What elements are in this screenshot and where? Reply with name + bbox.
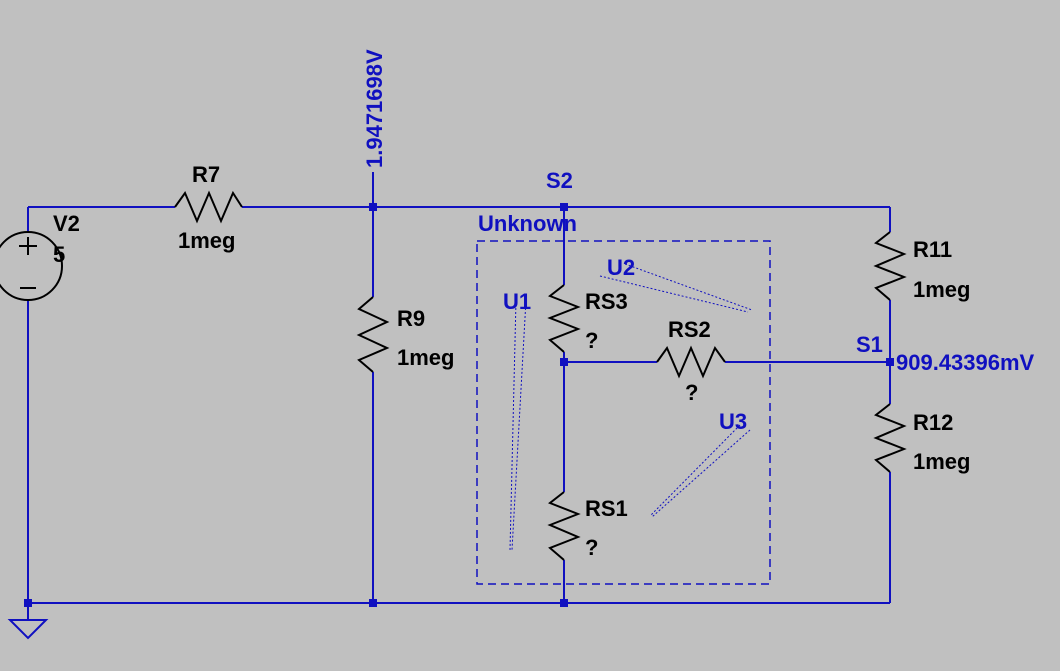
u3-line-a	[649, 424, 741, 517]
junction-rs-mid	[560, 358, 568, 366]
r9-resistor[interactable]	[356, 296, 390, 373]
junction-r9-top	[369, 203, 377, 211]
voltage-readout-r9-node: 1.9471698V	[362, 49, 387, 168]
r7-resistor[interactable]	[174, 190, 243, 224]
u1-line-b	[511, 299, 527, 551]
rs1-value: ?	[585, 535, 598, 560]
u1-label: U1	[503, 289, 531, 314]
junction-s2	[560, 203, 568, 211]
annotation-lines	[509, 263, 753, 551]
unknown-box-title: Unknown	[478, 211, 577, 236]
junction-rs-bottom	[560, 599, 568, 607]
source-value: 5	[53, 242, 65, 267]
voltage-source-icon[interactable]	[0, 231, 63, 301]
net-s2-label: S2	[546, 168, 573, 193]
rs1-resistor[interactable]	[547, 491, 581, 561]
wires	[27, 172, 891, 620]
net-s1-label: S1	[856, 332, 883, 357]
rs2-name: RS2	[668, 317, 711, 342]
r11-value: 1meg	[913, 277, 970, 302]
r11-resistor[interactable]	[873, 231, 907, 301]
unknown-box	[476, 240, 771, 585]
source-name: V2	[53, 211, 80, 236]
r7-name: R7	[192, 162, 220, 187]
rs3-name: RS3	[585, 289, 628, 314]
r12-resistor[interactable]	[873, 403, 907, 473]
r12-name: R12	[913, 410, 953, 435]
r9-value: 1meg	[397, 345, 454, 370]
u2-label: U2	[607, 255, 635, 280]
rs2-value: ?	[685, 380, 698, 405]
voltage-readout-s1: 909.43396mV	[896, 350, 1035, 375]
r7-value: 1meg	[178, 228, 235, 253]
rs3-resistor[interactable]	[547, 284, 581, 353]
rs1-name: RS1	[585, 496, 628, 521]
u1-line-a	[509, 299, 517, 551]
u3-line-b	[651, 429, 751, 518]
r9-name: R9	[397, 306, 425, 331]
r12-value: 1meg	[913, 449, 970, 474]
rs2-resistor[interactable]	[656, 345, 726, 379]
junction-r9-bottom	[369, 599, 377, 607]
ground-icon[interactable]	[7, 619, 49, 640]
rs3-value: ?	[585, 328, 598, 353]
junction-s1	[886, 358, 894, 366]
u2-line-a	[624, 263, 753, 311]
junctions	[24, 203, 894, 607]
r11-name: R11	[913, 237, 952, 262]
u2-line-b	[599, 275, 749, 313]
junction-ground	[24, 599, 32, 607]
u3-label: U3	[719, 409, 747, 434]
